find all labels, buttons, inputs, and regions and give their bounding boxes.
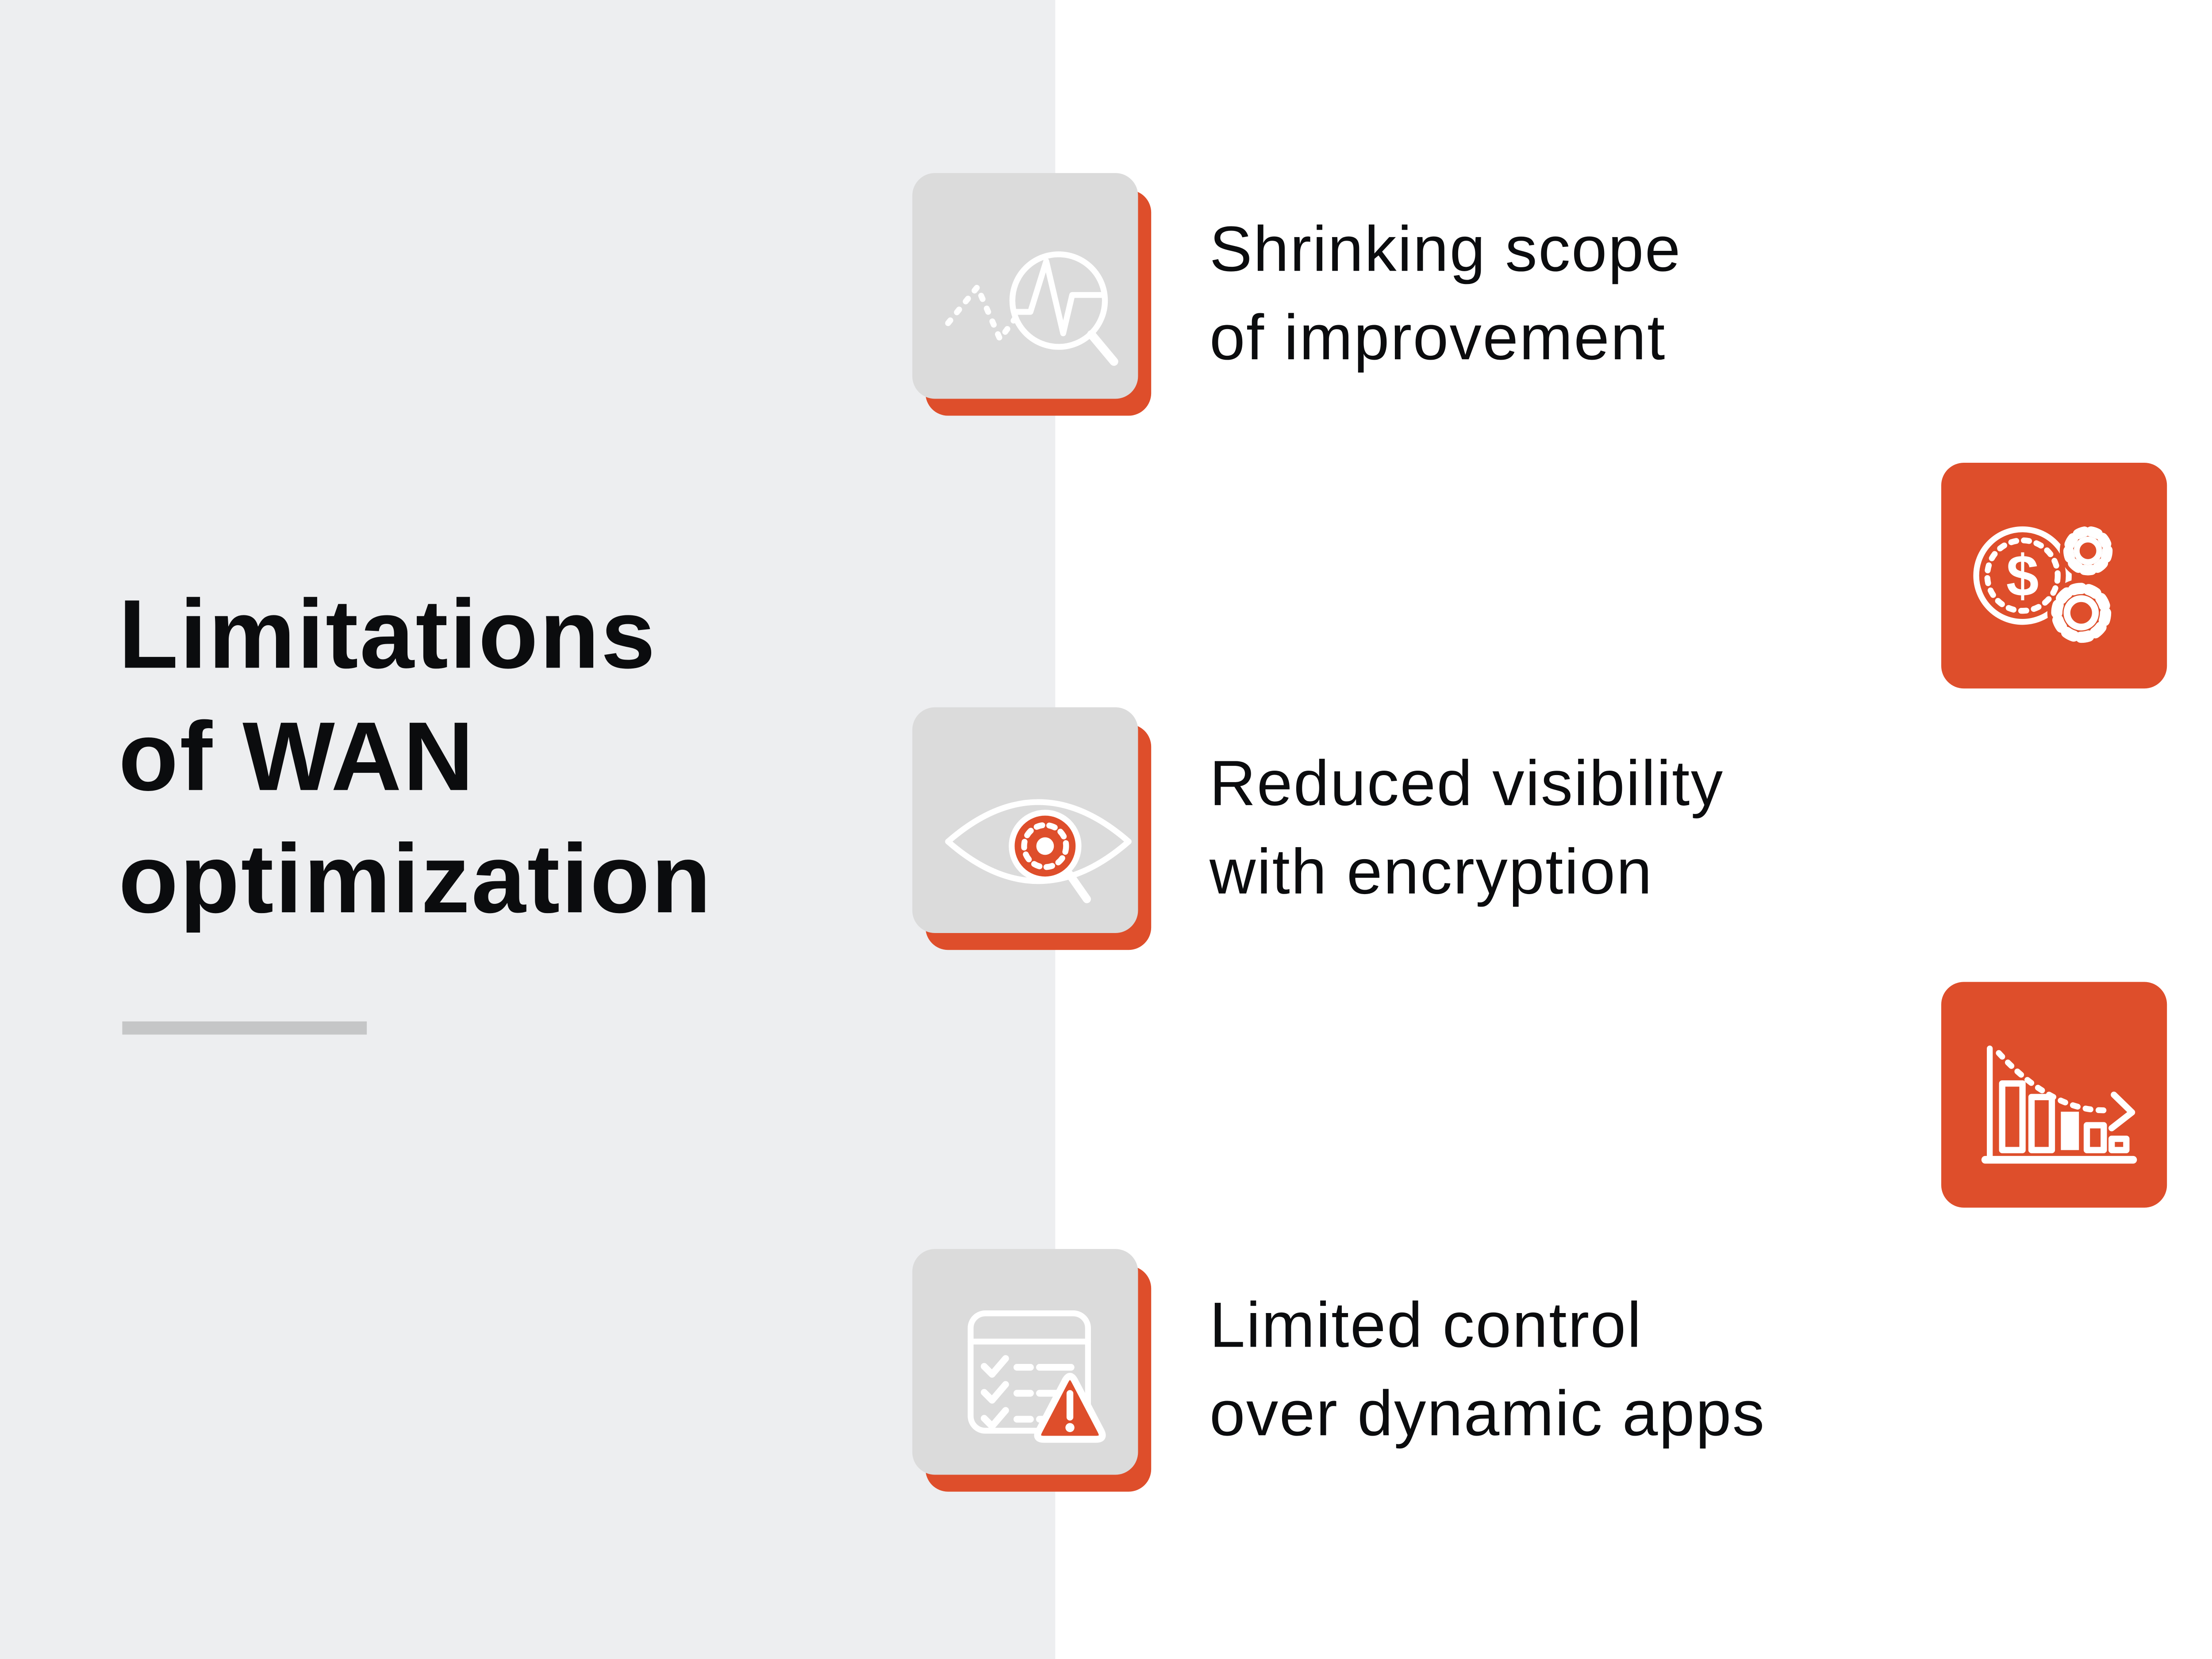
eye-search-icon <box>945 799 1132 903</box>
dollar-gears-icon: $ <box>1973 522 2116 647</box>
page-title-line: of WAN <box>118 703 476 813</box>
icon-tile <box>925 190 1152 416</box>
title-underline-divider <box>122 1021 367 1035</box>
page-title-line: optimization <box>118 826 713 935</box>
page-title-line: Limitations <box>118 581 657 691</box>
icon-tile <box>925 724 1152 950</box>
dollar-glyph: $ <box>2006 543 2039 609</box>
left-panel <box>0 0 1056 1659</box>
limitation-item-diminishing-returns: Diminishing returns with modern SD-WAN &… <box>1941 982 2212 1208</box>
icon-tile <box>1941 982 2167 1208</box>
trend-search-icon <box>945 251 1118 366</box>
icon-tile: $ <box>1941 462 2167 689</box>
limitation-item-limited-control: Limited control over dynamic apps <box>925 1266 1766 1492</box>
item-label: Shrinking scope of improvement <box>1210 207 1682 384</box>
page-title: Limitations of WAN optimization <box>119 576 713 942</box>
item-label: Limited control over dynamic apps <box>1210 1283 1766 1460</box>
item-label-line: Reduced visibility <box>1209 749 1724 820</box>
limitation-item-reduced-visibility: Reduced visibility with encryption <box>925 724 1724 950</box>
icon-tile <box>925 1266 1152 1492</box>
item-label-line: over dynamic apps <box>1209 1379 1766 1451</box>
item-label-line: Limited control <box>1209 1290 1643 1362</box>
item-label: Reduced visibility with encryption <box>1210 741 1724 918</box>
declining-bar-chart-icon <box>1981 1045 2137 1164</box>
item-label-line: of improvement <box>1209 303 1666 375</box>
item-label-line: with encryption <box>1209 837 1653 909</box>
limitation-item-processing-overhead: $ Processing overhead <box>1941 462 2212 689</box>
limitation-item-shrinking-scope: Shrinking scope of improvement <box>925 190 1682 416</box>
item-label-line: Shrinking scope <box>1209 214 1682 286</box>
checklist-warning-icon <box>968 1310 1106 1443</box>
